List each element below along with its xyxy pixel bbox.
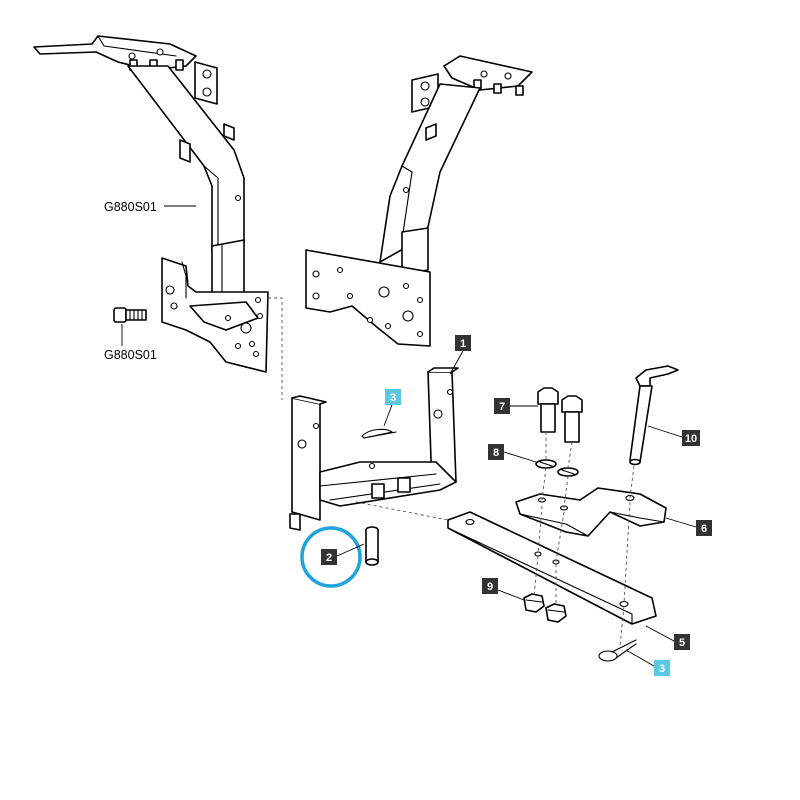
pin-part-2	[365, 526, 379, 566]
callout-10-box	[682, 430, 700, 446]
callout-5-box	[674, 634, 690, 650]
callout-3-lower-label: 3	[659, 663, 665, 675]
callout-1-box	[455, 335, 471, 351]
callout-5-label: 5	[679, 637, 685, 649]
callout-1-leader	[449, 350, 464, 375]
hitch-pin-part-10	[629, 365, 679, 466]
callout-8-leader	[503, 451, 537, 463]
callout-7-label: 7	[499, 401, 505, 413]
callout-8-box	[488, 444, 504, 460]
clip-upper-part-3	[361, 428, 397, 439]
callout-3-upper-label: 3	[390, 392, 396, 404]
callout-3-lower-box	[654, 660, 670, 676]
callout-9-leader	[497, 589, 525, 601]
left-mounting-bracket	[33, 35, 283, 400]
callout-2-box	[321, 549, 337, 565]
callout-7-box	[494, 398, 510, 414]
callout-3-upper-leader	[383, 404, 393, 427]
callout-3-upper-box	[385, 389, 401, 405]
assembly-guide-lines	[355, 432, 635, 647]
clip-lower-part-3	[598, 639, 637, 662]
left-bolt	[113, 307, 147, 323]
callout-6-leader	[665, 517, 697, 528]
callout-2-highlight-ring	[300, 526, 362, 588]
callout-5-leader	[645, 625, 675, 642]
callout-2-label: 2	[326, 552, 332, 564]
callout-9-label: 9	[487, 581, 493, 593]
callout-6-box	[696, 520, 712, 536]
u-frame-part-1	[289, 367, 459, 531]
callout-10-leader	[647, 425, 683, 438]
callout-2-leader	[336, 543, 365, 557]
lower-part-code: G880S01	[104, 348, 157, 362]
callout-6-label: 6	[701, 523, 707, 535]
upper-part-code: G880S01	[104, 200, 157, 214]
hitch-bracket-part-6	[515, 487, 667, 537]
callout-10-label: 10	[685, 433, 697, 445]
callout-1-label: 1	[460, 338, 466, 350]
bolts-part-7	[537, 387, 583, 443]
right-mounting-bracket	[305, 55, 533, 347]
callout-3-lower-leader	[625, 649, 655, 667]
callout-9-box	[482, 578, 498, 594]
nuts-part-9	[523, 593, 567, 623]
callout-8-label: 8	[493, 447, 499, 459]
washers-part-8	[535, 459, 579, 477]
